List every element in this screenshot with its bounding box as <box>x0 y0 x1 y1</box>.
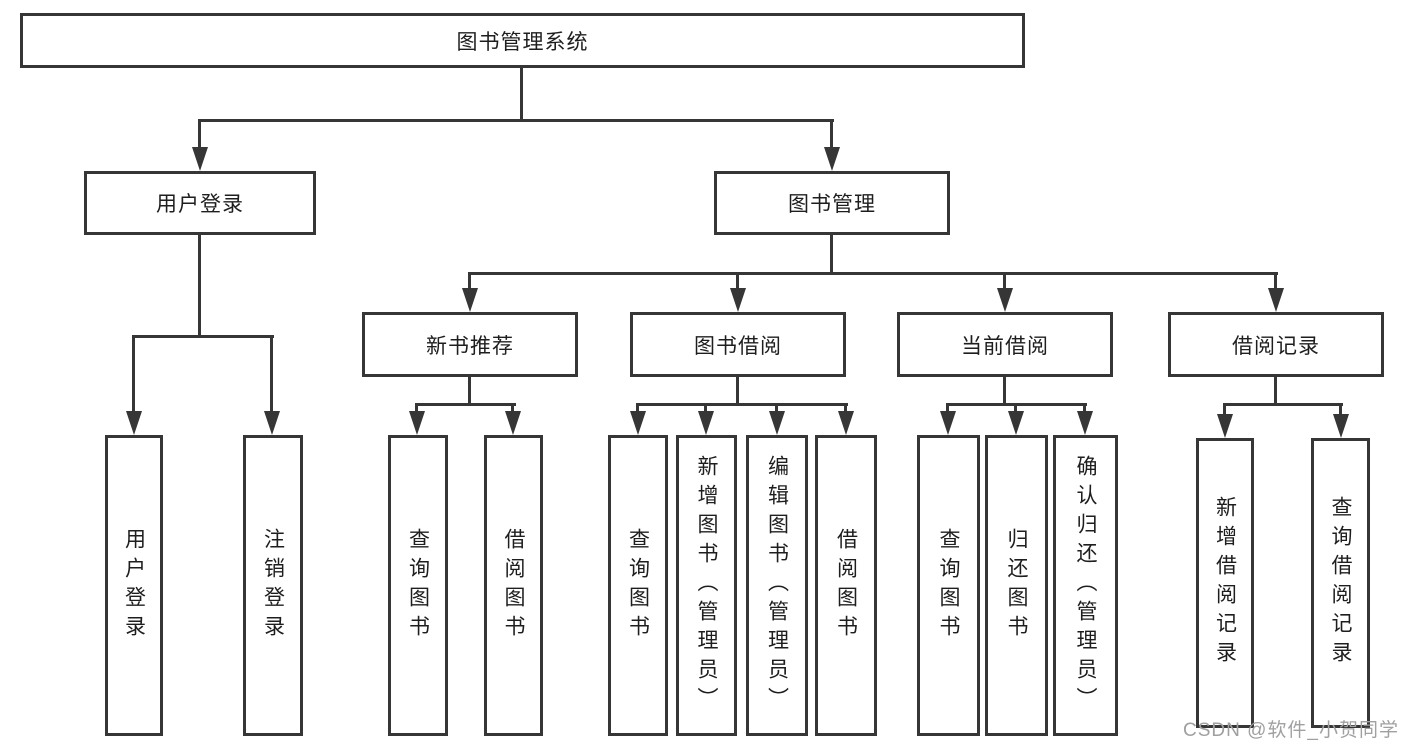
node-book-borrowing: 图书借阅 <box>630 312 846 377</box>
edge-recommend-stem <box>468 377 471 406</box>
arrowhead-icon <box>126 411 142 435</box>
edge-borrowing-drop-2 <box>704 403 707 413</box>
arrowhead-icon <box>730 288 746 312</box>
edge-root-drop-right <box>830 119 833 149</box>
node-label: 用户登录 <box>156 193 244 216</box>
node-label: 图书管理系统 <box>456 30 589 54</box>
leaf-confirm-return-admin: 确认归还（管理员） <box>1053 435 1118 736</box>
leaf-label: 借阅图书 <box>502 527 525 644</box>
leaf-label: 借阅图书 <box>834 527 858 644</box>
node-label: 当前借阅 <box>961 334 1049 358</box>
edge-user-login-drop-1 <box>132 335 135 412</box>
edge-book-mgmt-bus <box>468 272 1278 275</box>
edge-borrowing-drop-1 <box>636 403 639 413</box>
leaf-label: 查询图书 <box>406 527 430 644</box>
edge-borrowing-drop-3 <box>775 403 778 413</box>
node-borrowing-records: 借阅记录 <box>1168 312 1384 377</box>
leaf-label: 注销登录 <box>261 527 285 644</box>
arrowhead-icon <box>409 411 425 435</box>
edge-borrowing-stem <box>736 377 739 406</box>
edge-recommend-drop-1 <box>415 403 418 413</box>
leaf-recommend-query-books: 查询图书 <box>388 435 448 736</box>
leaf-label: 新增图书（管理员） <box>695 455 718 716</box>
arrowhead-icon <box>505 411 521 435</box>
arrowhead-icon <box>1217 414 1233 438</box>
edge-recommend-drop-2 <box>511 403 514 413</box>
edge-recommend-bus <box>415 403 516 406</box>
arrowhead-icon <box>1008 411 1024 435</box>
edge-current-drop-3 <box>1083 403 1086 413</box>
leaf-label: 查询借阅记录 <box>1329 496 1352 670</box>
leaf-logout: 注销登录 <box>243 435 303 736</box>
edge-book-mgmt-drop-4 <box>1274 272 1277 291</box>
edge-book-mgmt-drop-3 <box>1003 272 1006 291</box>
edge-book-mgmt-drop-2 <box>736 272 739 291</box>
leaf-query-borrow-record: 查询借阅记录 <box>1311 438 1370 728</box>
node-library-management-system: 图书管理系统 <box>20 13 1025 68</box>
leaf-return-books: 归还图书 <box>985 435 1048 736</box>
arrowhead-icon <box>769 411 785 435</box>
csdn-watermark: CSDN @软件_小贺同学 <box>1183 720 1399 741</box>
leaf-borrowing-query-books: 查询图书 <box>608 435 668 736</box>
node-current-borrowing: 当前借阅 <box>897 312 1113 377</box>
node-label: 图书借阅 <box>694 334 782 358</box>
arrowhead-icon <box>630 411 646 435</box>
node-label: 借阅记录 <box>1232 334 1320 358</box>
leaf-label: 用户登录 <box>122 527 146 644</box>
leaf-label: 新增借阅记录 <box>1213 496 1237 670</box>
edge-records-bus <box>1223 403 1343 406</box>
node-book-management: 图书管理 <box>714 171 950 235</box>
edge-user-login-bus <box>132 335 274 338</box>
arrowhead-icon <box>1268 288 1284 312</box>
edge-current-drop-2 <box>1014 403 1017 413</box>
leaf-add-books-admin: 新增图书（管理员） <box>676 435 737 736</box>
edge-root-drop-left <box>198 119 201 149</box>
node-user-login: 用户登录 <box>84 171 316 235</box>
edge-book-mgmt-stem <box>830 235 833 275</box>
leaf-label: 归还图书 <box>1005 527 1028 644</box>
leaf-label: 编辑图书（管理员） <box>765 455 789 716</box>
edge-current-stem <box>1003 377 1006 406</box>
arrowhead-icon <box>997 288 1013 312</box>
node-new-book-recommend: 新书推荐 <box>362 312 578 377</box>
leaf-label: 查询图书 <box>626 527 650 644</box>
arrowhead-icon <box>462 288 478 312</box>
leaf-borrow-books: 借阅图书 <box>815 435 877 736</box>
node-label: 图书管理 <box>788 193 876 216</box>
edge-records-drop-1 <box>1223 403 1226 416</box>
leaf-recommend-borrow-books: 借阅图书 <box>484 435 543 736</box>
leaf-label: 确认归还（管理员） <box>1074 455 1097 716</box>
arrowhead-icon <box>824 147 840 171</box>
edge-borrowing-drop-4 <box>844 403 847 413</box>
edge-user-login-drop-2 <box>270 335 273 412</box>
edge-root-stem <box>520 68 523 120</box>
edge-borrowing-bus <box>636 403 848 406</box>
arrowhead-icon <box>264 411 280 435</box>
leaf-edit-books-admin: 编辑图书（管理员） <box>746 435 808 736</box>
leaf-label: 查询图书 <box>937 527 960 644</box>
edge-records-stem <box>1274 377 1277 406</box>
leaf-user-login: 用户登录 <box>105 435 163 736</box>
leaf-add-borrow-record: 新增借阅记录 <box>1196 438 1254 728</box>
arrowhead-icon <box>698 411 714 435</box>
node-label: 新书推荐 <box>426 334 514 358</box>
edge-current-drop-1 <box>946 403 949 413</box>
arrowhead-icon <box>838 411 854 435</box>
arrowhead-icon <box>1333 414 1349 438</box>
arrowhead-icon <box>192 147 208 171</box>
edge-user-login-stem <box>198 235 201 338</box>
edge-root-bus <box>198 119 834 122</box>
edge-book-mgmt-drop-1 <box>468 272 471 291</box>
leaf-current-query-books: 查询图书 <box>917 435 980 736</box>
arrowhead-icon <box>1077 411 1093 435</box>
edge-records-drop-2 <box>1339 403 1342 416</box>
arrowhead-icon <box>940 411 956 435</box>
